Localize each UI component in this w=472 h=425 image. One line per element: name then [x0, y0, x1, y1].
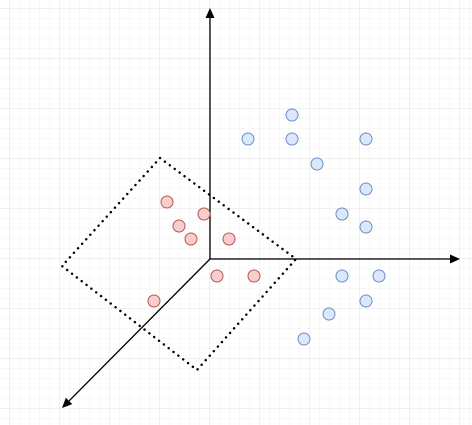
red-point [222, 232, 236, 246]
blue-point [285, 132, 299, 146]
blue-point [310, 157, 324, 171]
red-point [184, 232, 198, 246]
axis-arrowhead-up [205, 8, 215, 18]
axis-arrowhead-down-left [62, 397, 73, 408]
blue-point [297, 332, 311, 346]
axis-down-left [68, 258, 211, 402]
blue-point [359, 294, 373, 308]
data-points [147, 108, 386, 346]
red-point [160, 195, 174, 209]
blue-point [322, 307, 336, 321]
red-point [172, 219, 186, 233]
blue-point [335, 207, 349, 221]
blue-point [285, 108, 299, 122]
red-point [210, 269, 224, 283]
blue-point [335, 269, 349, 283]
blue-point [359, 220, 373, 234]
axis-arrowhead-right [450, 254, 460, 264]
blue-point [372, 269, 386, 283]
boundary-diamond [60, 156, 298, 372]
red-point [247, 269, 261, 283]
decision-boundary [60, 156, 298, 372]
red-point [197, 207, 211, 221]
blue-point [359, 182, 373, 196]
red-point [147, 294, 161, 308]
axes [62, 8, 460, 408]
blue-point [241, 132, 255, 146]
blue-point [359, 132, 373, 146]
